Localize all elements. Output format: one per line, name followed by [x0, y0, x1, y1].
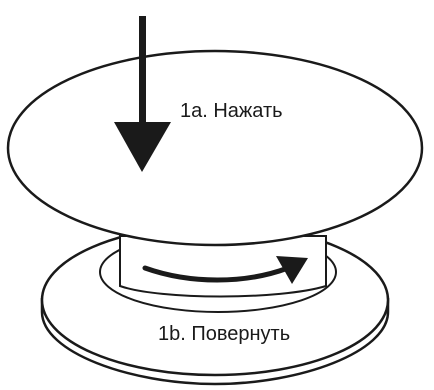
rotate-label: 1b. Повернуть	[158, 323, 290, 345]
press-arrow-shaft	[139, 16, 146, 134]
cap-face	[8, 51, 422, 245]
press-label: 1a. Нажать	[180, 100, 283, 122]
button-cap	[8, 51, 422, 245]
